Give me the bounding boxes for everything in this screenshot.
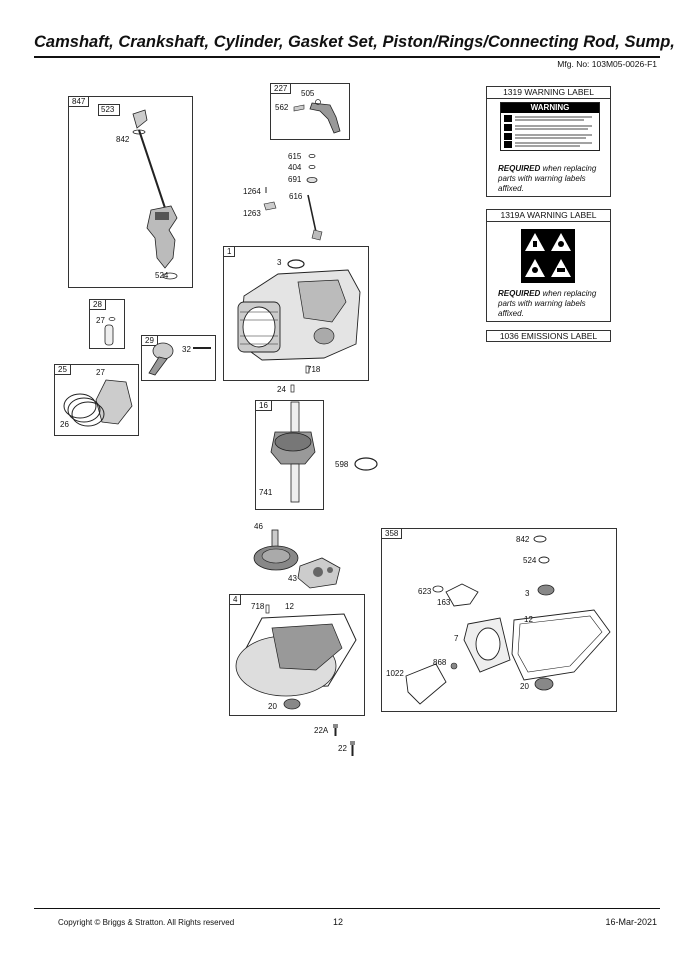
box-number: 28 xyxy=(90,300,106,310)
warning-text-lines xyxy=(504,115,592,148)
box-number: 16 xyxy=(256,401,272,411)
part-label: 20 xyxy=(520,682,529,691)
part-label: 20 xyxy=(268,702,277,711)
part-label: 27 xyxy=(96,368,105,377)
part-label: 718 xyxy=(307,365,321,374)
part-label: 616 xyxy=(289,192,303,201)
part-label: 868 xyxy=(433,658,447,667)
part-label: 3 xyxy=(525,589,530,598)
part-label: 524 xyxy=(523,556,537,565)
part-label: 27 xyxy=(96,316,105,325)
connecting-rod-drawing xyxy=(148,342,211,376)
part-label: 43 xyxy=(288,574,297,583)
warning-label-title: 1319 WARNING LABEL xyxy=(487,87,610,99)
required-note: REQUIRED when replacing parts with warni… xyxy=(498,164,597,193)
part-label: 505 xyxy=(301,89,315,98)
part-label: 3 xyxy=(277,258,282,267)
part-label: 718 xyxy=(251,602,265,611)
dowel-pin-icon xyxy=(290,384,295,393)
part-label: 32 xyxy=(182,345,191,354)
piston-rings-drawing xyxy=(63,379,133,427)
cylinder-block-drawing xyxy=(237,259,361,374)
box-number: 25 xyxy=(55,365,71,375)
governor-lever-drawing xyxy=(293,99,341,134)
copyright: Copyright © Briggs & Stratton. All Right… xyxy=(58,918,235,927)
part-label: 12 xyxy=(524,615,533,624)
oil-pump-drawing xyxy=(297,557,341,589)
box-number: 847 xyxy=(69,97,90,107)
gasket-set-drawing xyxy=(405,535,611,705)
emissions-label-title: 1036 EMISSIONS LABEL xyxy=(499,331,598,341)
part-label: 842 xyxy=(516,535,530,544)
part-label: 615 xyxy=(288,152,302,161)
box-227: 227 xyxy=(270,83,350,140)
warning-label-1319a: 1319A WARNING LABEL REQUIRED when replac… xyxy=(486,209,611,322)
part-label: 691 xyxy=(288,175,302,184)
camshaft-drawing xyxy=(253,529,299,571)
page-title: Camshaft, Crankshaft, Cylinder, Gasket S… xyxy=(34,33,675,51)
box-25: 25 xyxy=(54,364,139,436)
required-note: REQUIRED when replacing parts with warni… xyxy=(498,289,597,318)
part-label: 46 xyxy=(254,522,263,531)
part-label: 524 xyxy=(155,271,169,280)
dipstick-drawing xyxy=(132,109,178,280)
part-label: 598 xyxy=(335,460,349,469)
part-label: 163 xyxy=(437,598,451,607)
warning-label-1319: 1319 WARNING LABEL WARNING REQUIRED when… xyxy=(486,86,611,197)
box-358: 358 xyxy=(381,528,617,712)
part-label: 22A xyxy=(314,726,329,735)
box-16: 16 xyxy=(255,400,324,510)
box-number: 358 xyxy=(382,529,403,539)
seal-ring-drawing xyxy=(354,457,378,471)
crankshaft-drawing xyxy=(270,401,316,503)
emissions-label-1036: 1036 EMISSIONS LABEL xyxy=(486,330,611,342)
box-523: 523 xyxy=(98,104,120,116)
part-label: 12 xyxy=(285,602,294,611)
part-label: 1263 xyxy=(243,209,261,218)
part-label: 562 xyxy=(275,103,289,112)
bolts-drawing xyxy=(333,724,355,756)
part-label: 623 xyxy=(418,587,432,596)
part-label: 22 xyxy=(338,744,347,753)
box-1: 1 xyxy=(223,246,369,381)
header-rule xyxy=(34,56,660,58)
box-number: 29 xyxy=(142,336,158,346)
governor-shaft-drawing xyxy=(263,154,323,241)
part-label: 1264 xyxy=(243,187,261,196)
part-label: 523 xyxy=(101,105,115,114)
part-label: 24 xyxy=(277,385,286,394)
box-number: 1 xyxy=(224,247,236,257)
warning-pictogram xyxy=(521,229,575,283)
mfg-number: Mfg. No: 103M05-0026-F1 xyxy=(557,59,657,69)
piston-pin-drawing xyxy=(104,317,116,346)
box-29: 29 xyxy=(141,335,216,381)
footer-rule xyxy=(34,908,660,909)
box-28: 28 xyxy=(89,299,125,349)
box-number: 227 xyxy=(271,84,292,94)
part-label: 1022 xyxy=(386,669,404,678)
warning-sticker: WARNING xyxy=(500,102,600,151)
warning-label-title: 1319A WARNING LABEL xyxy=(487,210,610,222)
part-label: 26 xyxy=(60,420,69,429)
warning-word: WARNING xyxy=(501,103,599,113)
page-number: 12 xyxy=(333,917,344,927)
box-number: 4 xyxy=(230,595,242,605)
part-label: 741 xyxy=(259,488,273,497)
box-4: 4 xyxy=(229,594,365,716)
sump-drawing xyxy=(235,604,357,710)
box-847: 847 xyxy=(68,96,193,288)
part-label: 842 xyxy=(116,135,130,144)
part-label: 7 xyxy=(454,634,459,643)
part-label: 404 xyxy=(288,163,302,172)
date: 16-Mar-2021 xyxy=(605,917,657,927)
